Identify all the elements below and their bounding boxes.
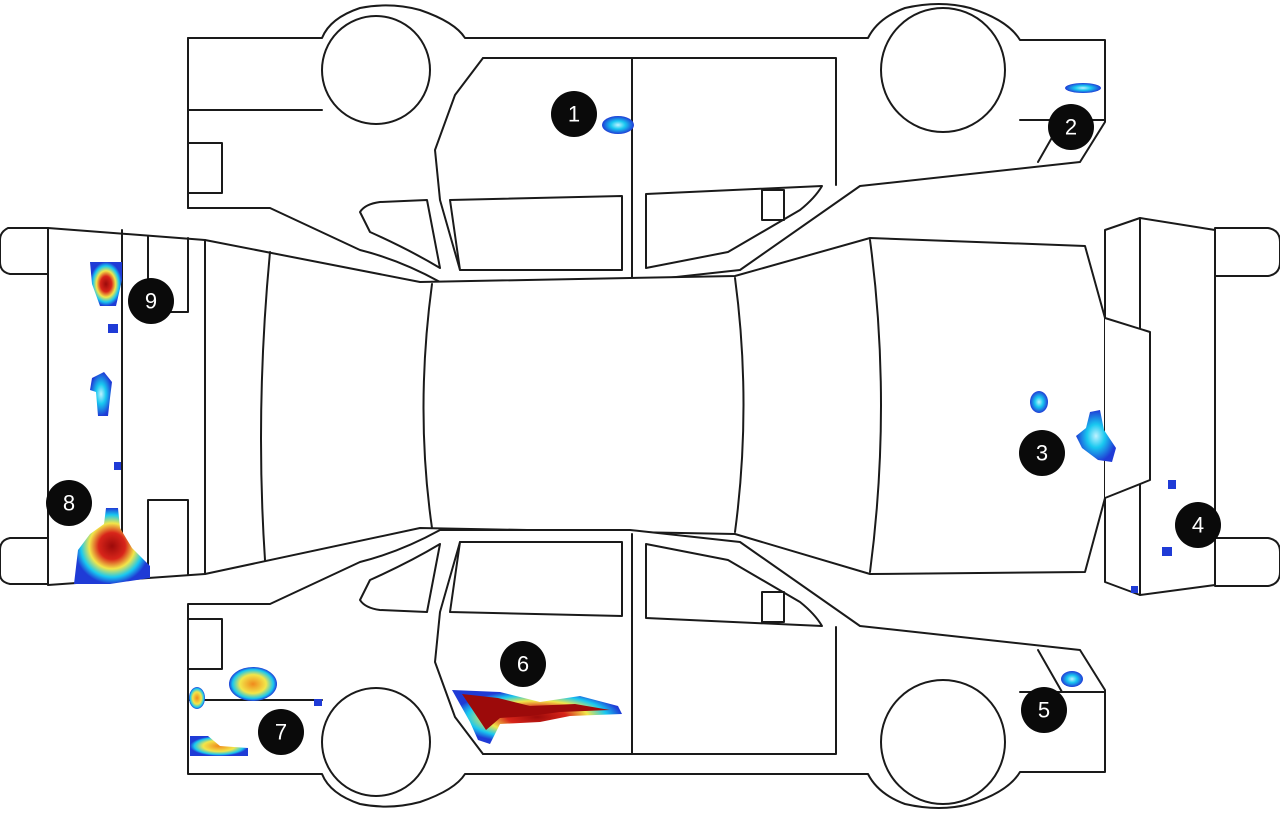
heat-spot-6-core bbox=[462, 694, 610, 730]
heat-spot-7c bbox=[190, 736, 248, 756]
heat-spot-4b bbox=[1162, 547, 1172, 556]
marker-6[interactable]: 6 bbox=[500, 641, 546, 687]
marker-7[interactable]: 7 bbox=[258, 709, 304, 755]
heat-spot-9b bbox=[108, 324, 118, 333]
heat-spot-1 bbox=[602, 116, 634, 134]
marker-label: 5 bbox=[1038, 698, 1050, 723]
markers: 1 2 3 4 5 6 7 8 bbox=[46, 91, 1221, 755]
heat-spot-9 bbox=[90, 262, 122, 306]
heat-spot-4a bbox=[1168, 480, 1176, 489]
marker-9[interactable]: 9 bbox=[128, 278, 174, 324]
marker-3[interactable]: 3 bbox=[1019, 430, 1065, 476]
heat-spot-7d bbox=[314, 699, 322, 706]
heat-spot-8b bbox=[114, 462, 121, 470]
marker-5[interactable]: 5 bbox=[1021, 687, 1067, 733]
marker-label: 6 bbox=[517, 652, 529, 677]
heat-spot-4c bbox=[1131, 586, 1138, 593]
marker-label: 9 bbox=[145, 289, 157, 314]
marker-label: 7 bbox=[275, 720, 287, 745]
heat-spot-2 bbox=[1065, 83, 1101, 93]
marker-label: 1 bbox=[568, 102, 580, 127]
heat-spot-3a bbox=[1030, 391, 1048, 413]
marker-label: 4 bbox=[1192, 513, 1204, 538]
heat-spot-8 bbox=[74, 508, 150, 584]
heat-spot-9c bbox=[90, 372, 112, 416]
marker-label: 8 bbox=[63, 491, 75, 516]
heat-spot-7b bbox=[189, 687, 205, 709]
heat-spot-5 bbox=[1061, 671, 1083, 687]
heat-spot-3b bbox=[1076, 410, 1116, 462]
side-view-bottom bbox=[187, 529, 1106, 809]
side-view-top bbox=[187, 3, 1106, 283]
marker-4[interactable]: 4 bbox=[1175, 502, 1221, 548]
top-view bbox=[0, 217, 1280, 596]
marker-2[interactable]: 2 bbox=[1048, 104, 1094, 150]
damage-heatmap bbox=[74, 83, 1176, 756]
marker-1[interactable]: 1 bbox=[551, 91, 597, 137]
marker-8[interactable]: 8 bbox=[46, 480, 92, 526]
heat-spot-7a bbox=[229, 667, 277, 701]
marker-label: 3 bbox=[1036, 441, 1048, 466]
marker-label: 2 bbox=[1065, 115, 1077, 140]
